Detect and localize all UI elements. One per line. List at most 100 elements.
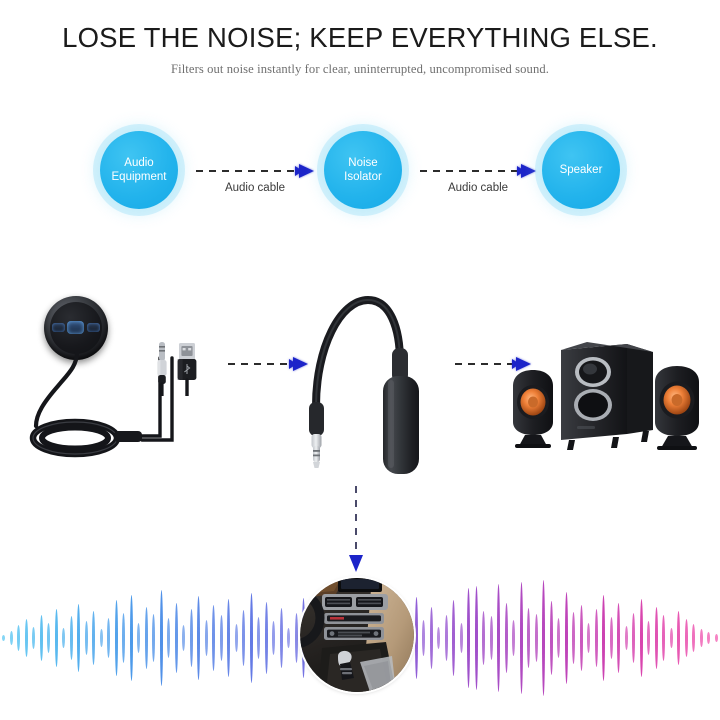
waveform-bar [287,628,291,648]
arrowhead-icon [295,164,314,178]
waveform-bar [467,588,471,688]
waveform-bar [122,613,126,663]
waveform-bar [234,624,238,652]
waveform-bar [444,615,448,661]
waveform-bar [62,628,66,648]
waveform-bar [617,603,621,673]
page-subheadline: Filters out noise instantly for clear, u… [171,62,549,76]
waveform-bar [602,595,606,681]
waveform-bar [692,624,696,652]
waveform-bar [77,604,81,672]
waveform-bar [564,592,568,684]
waveform-bar [437,627,441,649]
flow-arrow-audio-to-isolator [196,164,314,178]
previous-button-icon [52,323,65,332]
waveform-bar [174,603,178,673]
waveform-bar [542,580,546,696]
speaker-system [513,342,699,450]
waveform-bar [512,620,516,656]
waveform-bar [669,628,673,648]
usb-plug-icon [177,343,197,380]
waveform-bar [32,627,36,649]
waveform-bar [459,623,463,653]
waveform-bar [662,615,666,661]
satellite-speaker-left [513,370,553,448]
waveform-bar [482,611,486,665]
waveform-bar [84,621,88,655]
waveform-bar [114,600,118,676]
flow-connector-label-1: Audio cable [224,182,286,194]
waveform-bar [609,617,613,659]
waveform-bar [9,631,13,645]
waveform-bar [504,603,508,673]
waveform-bar [414,597,418,679]
dashed-line [420,170,522,172]
flow-node-speaker: Speaker [542,131,620,209]
flow-node-audio-equipment-label: Audio Equipment [111,157,167,183]
waveform-bar [197,596,201,680]
flow-node-speaker-label: Speaker [559,164,603,176]
waveform-bar [294,613,298,663]
car-dashboard-photo [300,578,414,692]
page-headline: LOSE THE NOISE; KEEP EVERYTHING ELSE. [62,22,658,53]
waveform-bar [167,618,171,658]
waveform-bar [227,599,231,677]
waveform-bar [159,590,163,686]
waveform-bar [684,619,688,657]
aux-jack-icon [157,342,167,384]
waveform-bar [249,593,253,683]
dashed-line [455,363,517,365]
waveform-bar [549,601,553,675]
waveform-bar [279,608,283,668]
arrow-down-to-car [349,486,363,572]
flow-node-noise-isolator: Noise Isolator [324,131,402,209]
flow-connector-label-2: Audio cable [447,182,509,194]
waveform-bar [144,607,148,669]
waveform-bar [272,621,276,655]
waveform-bar [527,608,531,668]
flow-node-audio-equipment: Audio Equipment [100,131,178,209]
waveform-bar [452,600,456,676]
waveform-bar [129,595,133,681]
waveform-bar [92,611,96,665]
waveform-bar [557,618,561,658]
waveform-bar [422,620,426,656]
waveform-bar [519,582,523,694]
waveform-bar [204,620,208,656]
waveform-bar [212,605,216,671]
product-arrow-isolator-to-speakers [455,357,531,371]
waveform-bar [594,609,598,667]
waveform-bar [579,605,583,671]
waveform-bar [707,632,711,644]
waveform-bar [587,623,591,653]
waveform-bar [647,621,651,655]
waveform-bar [572,612,576,664]
waveform-bar [714,634,718,642]
waveform-bar [489,616,493,660]
waveform-bar [2,635,6,641]
waveform-bar [189,609,193,667]
waveform-bar [152,614,156,662]
subwoofer [561,342,653,450]
bluetooth-receiver-puck [44,296,108,360]
next-button-icon [87,323,100,332]
aux-jack-and-usb-plug [157,342,197,396]
play-pause-button-icon [67,321,84,334]
waveform-bar [264,602,268,674]
dashed-line [228,363,294,365]
satellite-speaker-right [655,366,699,450]
waveform-bar [24,619,28,657]
receiver-cable [29,352,174,458]
flow-node-noise-isolator-label: Noise Isolator [344,157,382,183]
waveform-bar [699,629,703,647]
waveform-bar [54,609,58,667]
waveform-bar [639,599,643,677]
waveform-bar [47,623,51,653]
arrowhead-down-icon [349,555,363,572]
waveform-bar [182,625,186,651]
waveform-bar [242,610,246,666]
waveform-bar [17,625,21,651]
arrowhead-icon [517,164,536,178]
noise-isolator-product [309,295,419,474]
